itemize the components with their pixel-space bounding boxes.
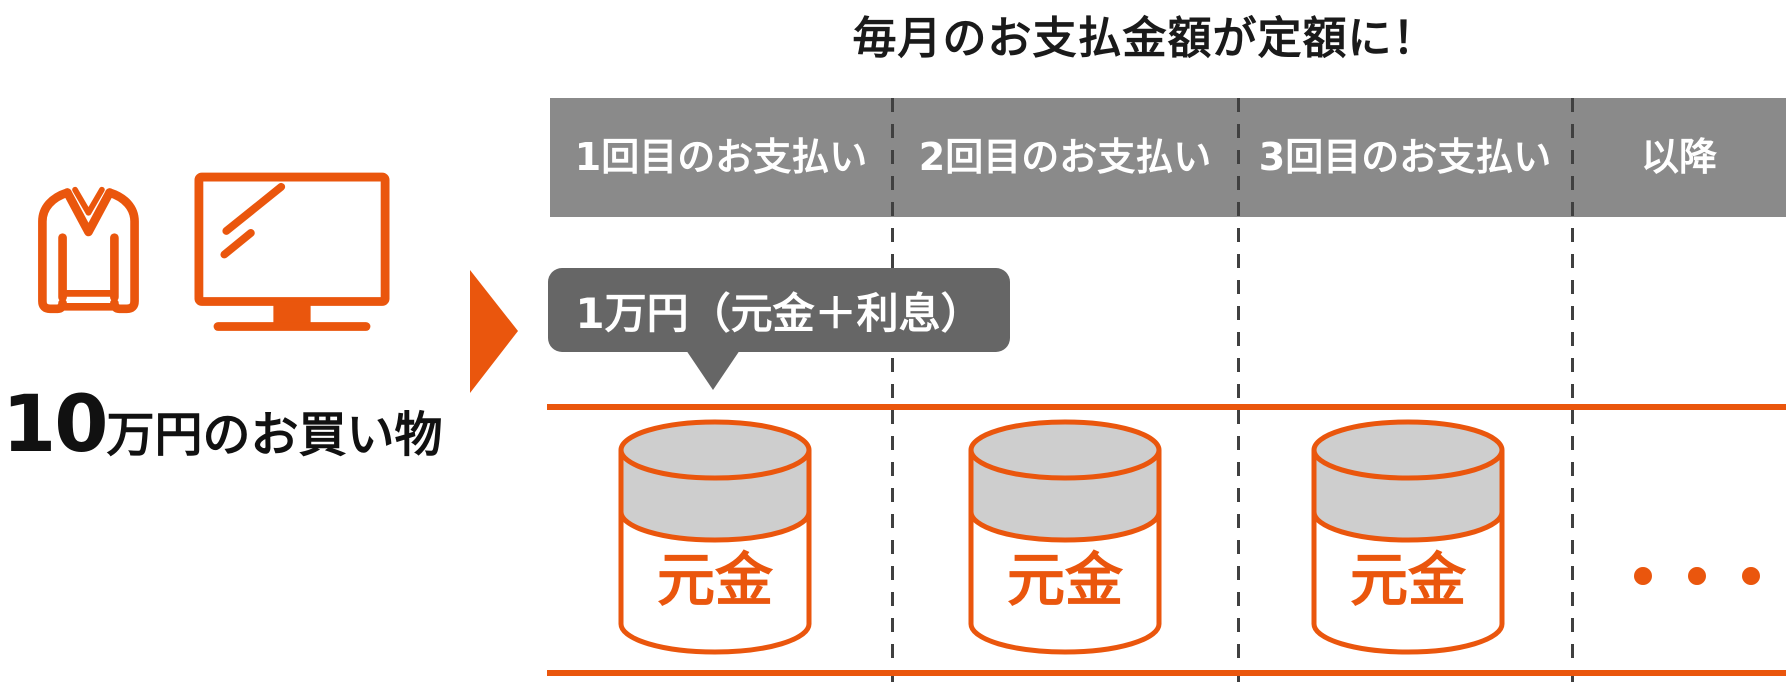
principal-jar-icon: 元金 — [618, 419, 812, 655]
principal-jar-icon: 元金 — [968, 419, 1162, 655]
purchase-caption: 10万円のお買い物 — [2, 386, 472, 464]
timeline-bottom-line — [547, 670, 1786, 676]
dot — [1688, 567, 1706, 585]
arrow-right-icon — [470, 270, 518, 393]
table-header: 1回目のお支払い 2回目のお支払い 3回目のお支払い 以降 — [550, 98, 1786, 217]
column-divider — [1571, 98, 1574, 682]
ellipsis-dots-icon — [1634, 567, 1760, 585]
column-divider — [891, 98, 894, 682]
column-header-payment-2: 2回目のお支払い — [918, 135, 1212, 179]
sweater-icon — [38, 186, 139, 314]
callout-label: 1万円（元金＋利息） — [575, 288, 983, 338]
dot — [1634, 567, 1652, 585]
column-header-payment-1: 1回目のお支払い — [574, 135, 868, 179]
callout-pointer — [686, 350, 740, 390]
principal-label: 元金 — [1007, 546, 1124, 614]
monitor-icon — [194, 172, 390, 331]
principal-label: 元金 — [1350, 546, 1467, 614]
column-header-payment-3: 3回目のお支払い — [1258, 135, 1552, 179]
diagram-title: 毎月のお支払金額が定額に！ — [852, 13, 1438, 64]
column-divider — [1237, 98, 1240, 682]
payment-amount-callout: 1万円（元金＋利息） — [548, 268, 1010, 352]
purchase-amount-value: 10 — [2, 380, 109, 470]
principal-label: 元金 — [657, 546, 774, 614]
timeline-top-line — [547, 404, 1786, 410]
principal-jar-icon: 元金 — [1311, 419, 1505, 655]
dot — [1742, 567, 1760, 585]
column-header-onward: 以降 — [1640, 135, 1717, 179]
purchase-amount-unit: 万円のお買い物 — [106, 407, 443, 463]
